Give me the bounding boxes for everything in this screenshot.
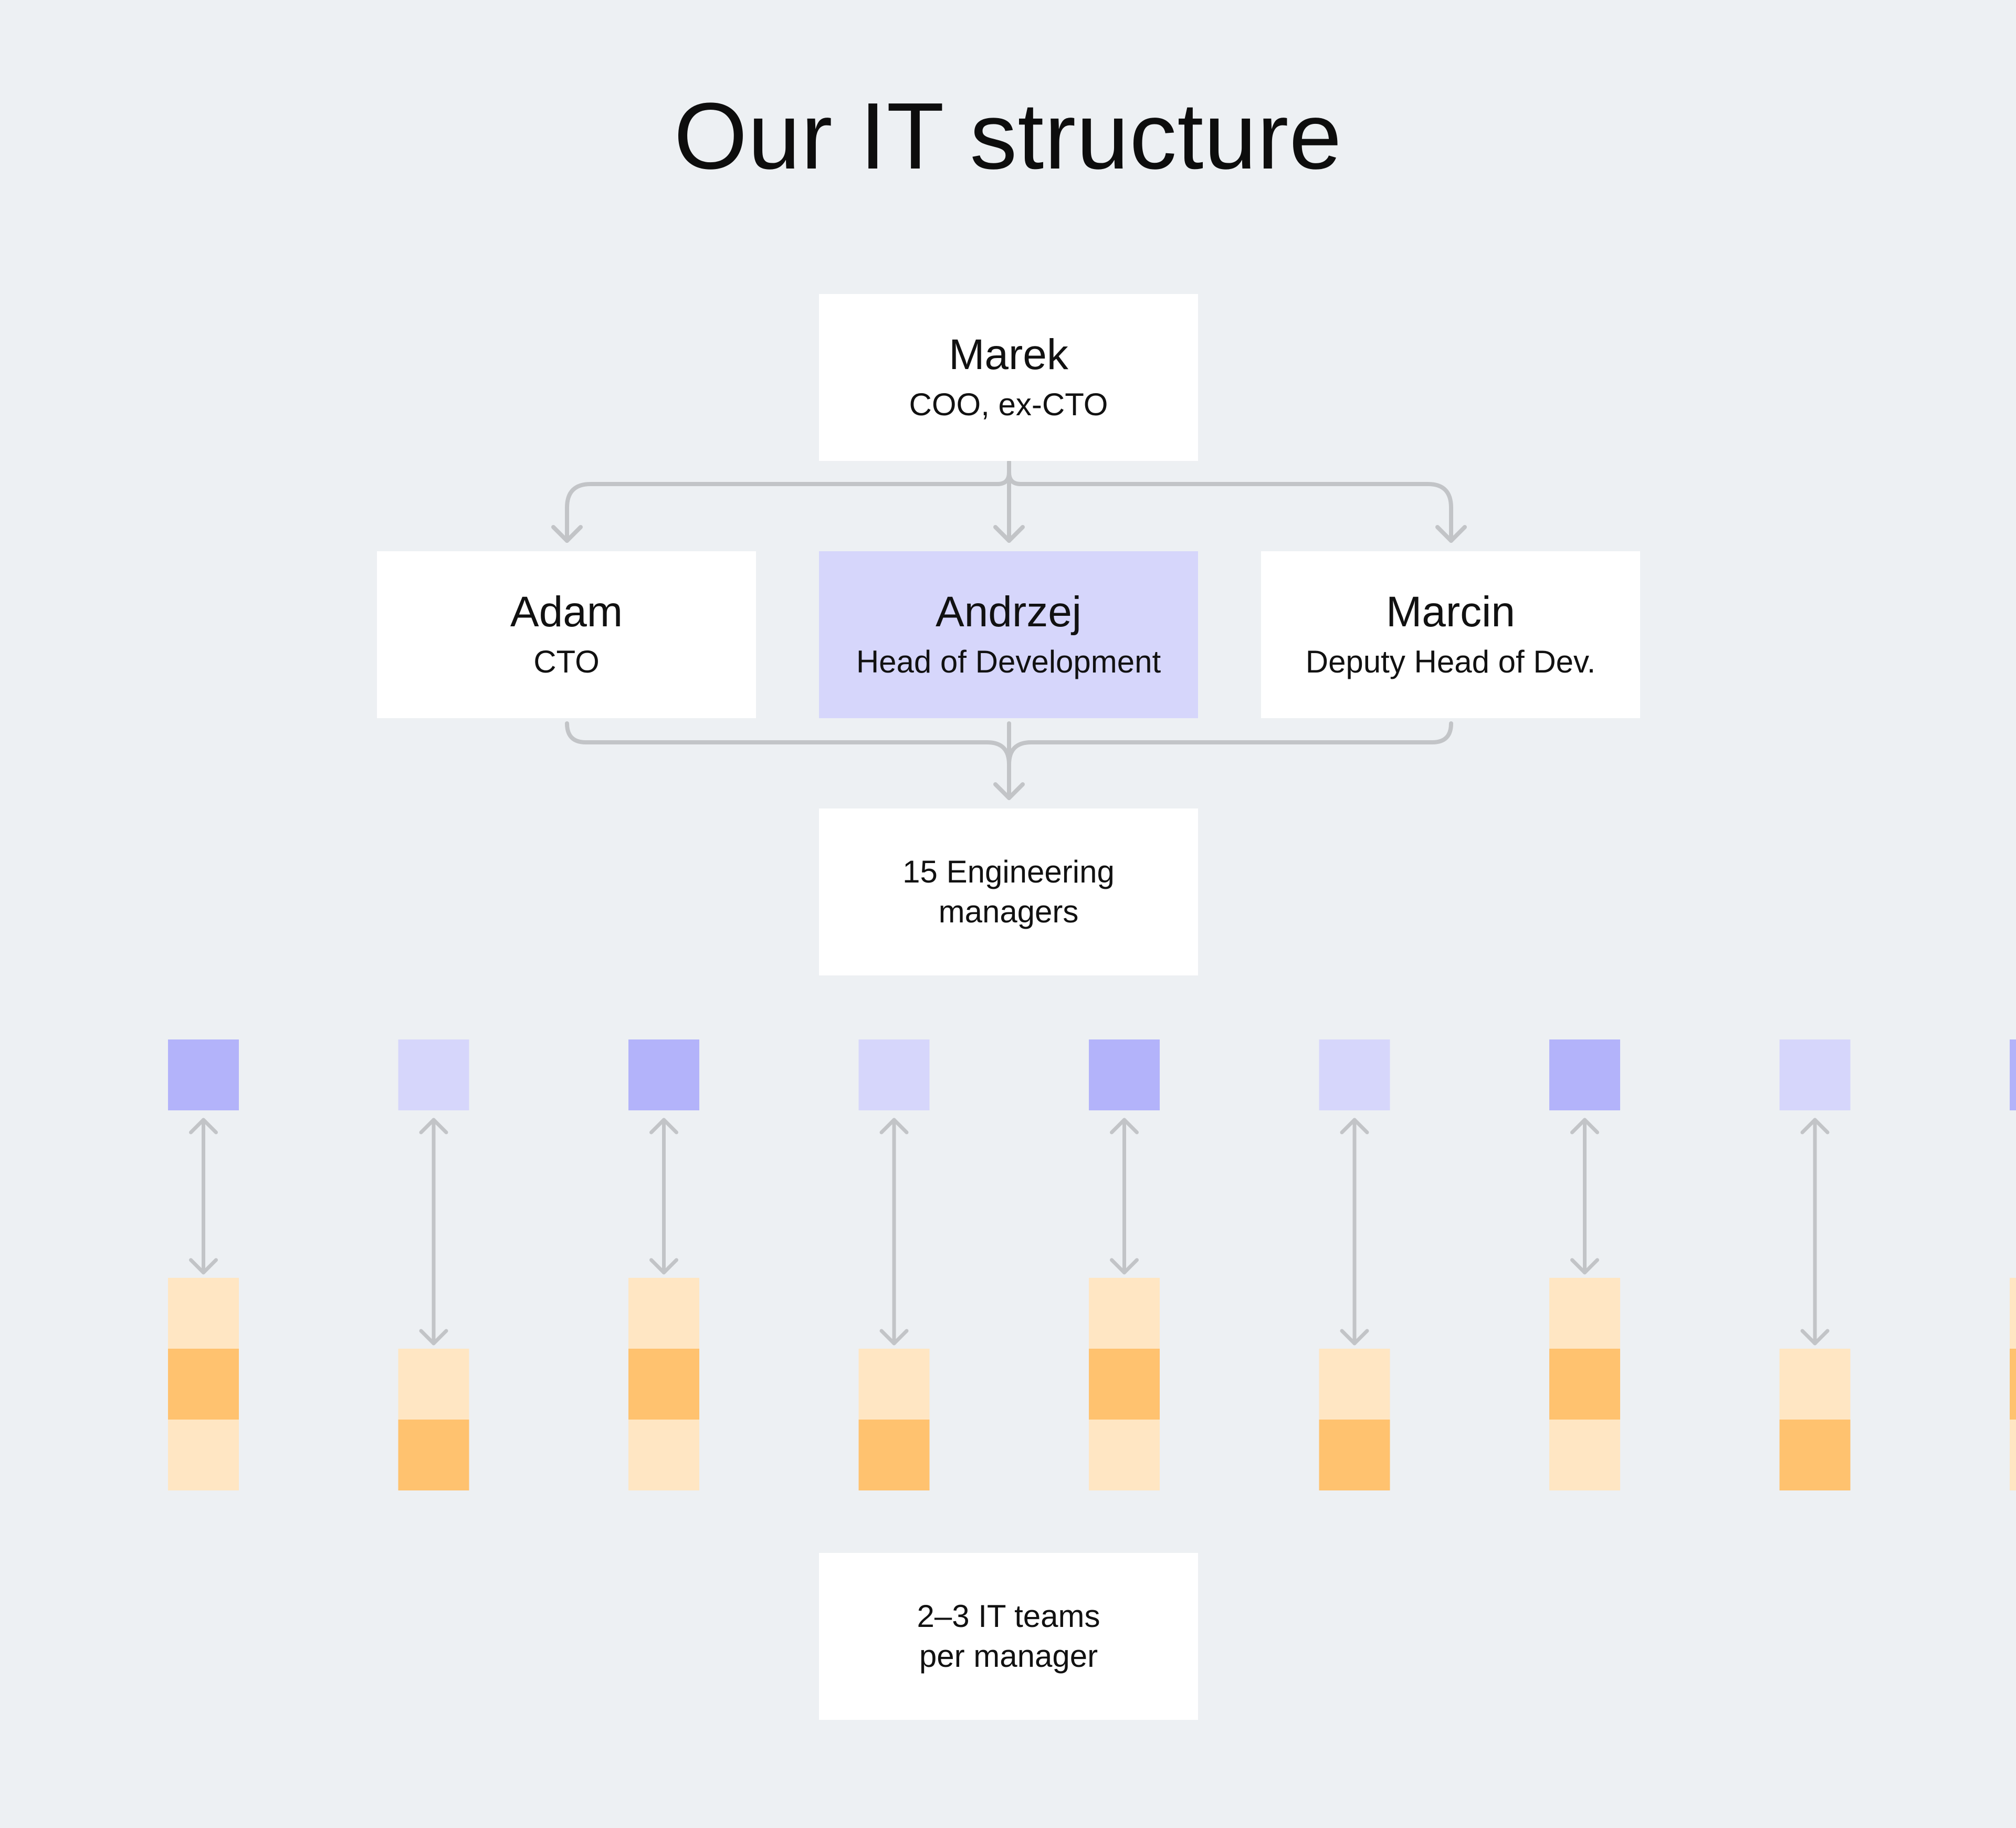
team-square bbox=[1319, 1420, 1390, 1490]
managers-summary-box: 15 Engineering managers bbox=[819, 808, 1198, 975]
team-square bbox=[858, 1349, 930, 1420]
team-square bbox=[628, 1420, 699, 1490]
manager-square bbox=[1779, 1039, 1851, 1110]
teams-summary-text: 2–3 IT teams per manager bbox=[917, 1599, 1100, 1674]
arrowhead-to-andrzej bbox=[993, 525, 1025, 543]
team-square bbox=[2010, 1278, 2016, 1349]
team-square bbox=[1319, 1349, 1390, 1420]
two-way-arrow bbox=[1340, 1118, 1369, 1346]
connector-leaders-to-managers bbox=[565, 721, 1453, 800]
manager-square bbox=[1089, 1039, 1160, 1110]
team-square bbox=[1549, 1349, 1620, 1420]
team-square bbox=[168, 1278, 239, 1349]
top-role: COO, ex-CTO bbox=[909, 387, 1108, 422]
page-title: Our IT structure bbox=[674, 83, 1342, 189]
two-way-arrow bbox=[1110, 1118, 1139, 1275]
connector-top-to-leaders bbox=[565, 460, 1453, 543]
two-way-arrow bbox=[419, 1118, 448, 1346]
team-square bbox=[398, 1349, 469, 1420]
team-square bbox=[168, 1420, 239, 1490]
manager-square bbox=[398, 1039, 469, 1110]
team-square bbox=[2010, 1349, 2016, 1420]
leader-role: CTO bbox=[533, 644, 600, 679]
manager-square bbox=[628, 1039, 699, 1110]
team-square bbox=[168, 1349, 239, 1420]
leader-name: Marcin bbox=[1385, 588, 1516, 636]
team-square bbox=[398, 1420, 469, 1490]
managers-summary-text: 15 Engineering managers bbox=[902, 854, 1115, 929]
manager-square bbox=[2010, 1039, 2016, 1110]
leader-box-marcin: Marcin Deputy Head of Dev. bbox=[1261, 551, 1640, 718]
team-square bbox=[1089, 1278, 1160, 1349]
team-square bbox=[1089, 1420, 1160, 1490]
team-square bbox=[2010, 1420, 2016, 1490]
leader-box-adam: Adam CTO bbox=[377, 551, 756, 718]
arrowhead-to-managers bbox=[993, 782, 1025, 800]
team-square bbox=[1549, 1278, 1620, 1349]
team-square bbox=[1779, 1420, 1851, 1490]
top-name: Marek bbox=[949, 331, 1068, 379]
team-square bbox=[1089, 1349, 1160, 1420]
manager-square bbox=[1319, 1039, 1390, 1110]
top-box-marek: Marek COO, ex-CTO bbox=[819, 294, 1198, 461]
team-square bbox=[628, 1349, 699, 1420]
leader-name: Adam bbox=[510, 588, 623, 636]
arrowhead-to-adam bbox=[551, 525, 583, 543]
two-way-arrow bbox=[879, 1118, 909, 1346]
arrowhead-to-marcin bbox=[1435, 525, 1467, 543]
leader-role: Deputy Head of Dev. bbox=[1305, 644, 1596, 679]
manager-square bbox=[858, 1039, 930, 1110]
manager-square bbox=[168, 1039, 239, 1110]
team-square bbox=[628, 1278, 699, 1349]
manager-square bbox=[1549, 1039, 1620, 1110]
team-square bbox=[1549, 1420, 1620, 1490]
two-way-arrow bbox=[649, 1118, 678, 1275]
teams-summary-box: 2–3 IT teams per manager bbox=[819, 1553, 1198, 1720]
team-square bbox=[1779, 1349, 1851, 1420]
leader-box-andrzej: Andrzej Head of Development bbox=[819, 551, 1198, 718]
leader-name: Andrzej bbox=[935, 588, 1082, 636]
two-way-arrow bbox=[1570, 1118, 1599, 1275]
team-square bbox=[858, 1420, 930, 1490]
two-way-arrow bbox=[1800, 1118, 1830, 1346]
leader-role: Head of Development bbox=[856, 644, 1161, 679]
two-way-arrow bbox=[189, 1118, 218, 1275]
